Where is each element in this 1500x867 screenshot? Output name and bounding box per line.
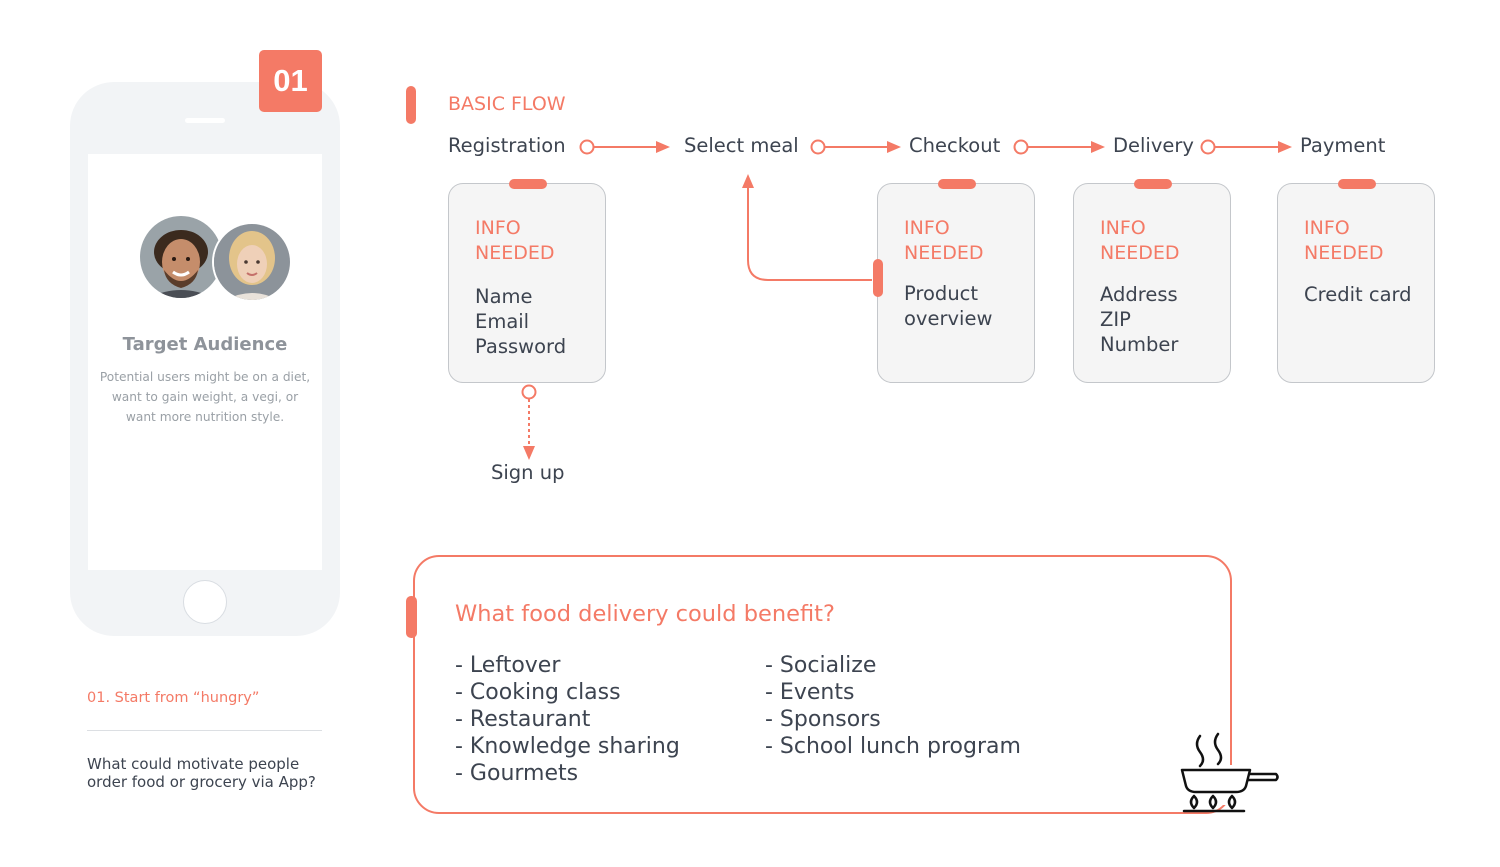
step-number-badge: 01 (259, 50, 322, 112)
list-item: - Socialize (765, 653, 877, 678)
phone-speaker (185, 118, 225, 123)
flow-accent-bar (406, 86, 416, 124)
card-fields: Product overview (904, 282, 993, 330)
benefit-accent-bar (406, 596, 417, 638)
card-fields: Name Email Password (475, 285, 567, 358)
benefit-title: What food delivery could benefit? (455, 601, 835, 627)
list-item: - Gourmets (455, 761, 579, 786)
benefit-list-right: - Socialize - Events - Sponsors - School… (765, 652, 1021, 760)
step-registration: Registration (448, 134, 566, 157)
target-audience-title: Target Audience (122, 334, 288, 355)
step-payment: Payment (1300, 134, 1386, 157)
step-select-meal: Select meal (684, 134, 799, 157)
phone-home-button (183, 580, 227, 624)
benefit-box: What food delivery could benefit? - Left… (413, 555, 1232, 814)
card-fields: Credit card (1304, 283, 1412, 306)
list-item: - Sponsors (765, 707, 881, 732)
avatar-woman (214, 224, 290, 300)
target-audience-description: Potential users might be on a diet, want… (99, 370, 311, 424)
list-item: - Knowledge sharing (455, 734, 680, 759)
avatar-man (140, 216, 222, 298)
card-tab (938, 179, 976, 189)
list-item: - Events (765, 680, 855, 705)
step-checkout: Checkout (909, 134, 1001, 157)
card-tab (1338, 179, 1376, 189)
flow-title: BASIC FLOW (448, 93, 566, 115)
step-delivery: Delivery (1113, 134, 1194, 157)
phone-screen: Target Audience Potential users might be… (88, 154, 322, 570)
divider (87, 730, 322, 731)
phone-mockup: Target Audience Potential users might be… (70, 82, 340, 636)
card-side-tab (873, 259, 883, 297)
list-item: - School lunch program (765, 734, 1021, 759)
list-item: - Restaurant (455, 707, 591, 732)
card-tab (1134, 179, 1172, 189)
card-tab (509, 179, 547, 189)
section-heading: 01. Start from “hungry” (87, 690, 260, 706)
motivation-question: What could motivate people order food or… (87, 755, 316, 791)
sign-up-label: Sign up (491, 461, 565, 484)
card-fields: Address ZIP Number (1100, 283, 1179, 356)
list-item: - Cooking class (455, 680, 621, 705)
list-item: - Leftover (455, 653, 561, 678)
benefit-list-left: - Leftover - Cooking class - Restaurant … (455, 652, 680, 787)
